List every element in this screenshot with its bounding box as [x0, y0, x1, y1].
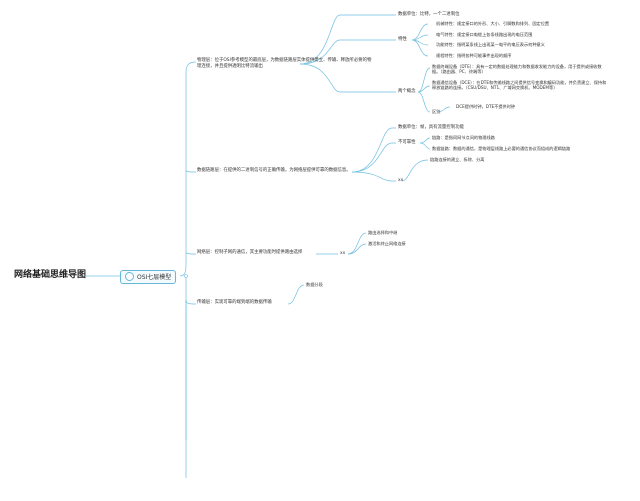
osi-model-node[interactable]: OSI七层模型: [120, 270, 177, 284]
concept-diff-text[interactable]: DCE提供时钟，DTE不提供时钟: [456, 104, 516, 109]
datalink-unit-node[interactable]: 数据单位：帧，具有流量控制功能: [398, 125, 464, 130]
concept-dte[interactable]: 数据终端设备（DTE）：具有一定的数据处理能力和数据收发能力的设备，用于提供或接…: [432, 64, 602, 75]
datalink-layer-node[interactable]: 数据链路层：在提供的二进制信号的正确传输，为网络层提供可靠的数据信息。: [197, 168, 351, 173]
transport-layer-node[interactable]: 传输层：实现可靠的端到端的数据传输: [197, 300, 272, 305]
physical-concepts-node[interactable]: 两个概念: [398, 89, 416, 94]
concept-diff-label[interactable]: 区别: [432, 109, 441, 114]
feature-electrical[interactable]: 电气特性：规定接口电缆上各条线路出现的电压范围: [436, 32, 533, 37]
feature-procedural[interactable]: 规程特性：指明各种可能事件出现的顺序: [436, 53, 512, 58]
feature-mechanical[interactable]: 机械特性：规定接口的外形、大小、引脚数和排列、固定位置: [436, 21, 550, 26]
transport-segment-node[interactable]: 数据分段: [306, 282, 323, 287]
node-dot-icon: [125, 272, 134, 281]
physical-layer-node[interactable]: 物理层：位于OSI参考模型的最底层，为数据链路层实体提供建立、传输、释放所必要的…: [197, 58, 372, 69]
root-title[interactable]: 网络基础思维导图: [14, 270, 87, 280]
datalink-reliable-node[interactable]: 不可靠性: [398, 140, 416, 145]
reliable-link[interactable]: 链路：是指同网节点间的物理线路: [432, 135, 495, 140]
network-routing-node[interactable]: 路由选择和中继: [368, 230, 398, 235]
physical-features-node[interactable]: 特性: [398, 37, 407, 42]
datalink-flow-node[interactable]: 链路连接的建立、拆除、分离: [430, 157, 485, 162]
physical-unit-node[interactable]: 数据单位：比特，一个二进制位: [398, 12, 460, 17]
network-layer-node[interactable]: 网络层：控制子网的通信，其主要功能时提供路由选择: [197, 250, 303, 255]
feature-functional[interactable]: 功能特性：指明某条线上出现某一电平的电压表示何种意义: [436, 42, 545, 47]
osi-model-label: OSI七层模型: [137, 274, 172, 281]
concept-dce[interactable]: 数据通信设备（DCE）：在DTE和传输线路之间提供信号变换和编码功能，并负责建立…: [432, 80, 607, 91]
datalink-xx-node[interactable]: xx: [398, 178, 404, 183]
network-connection-node[interactable]: 激活和终止网络连接: [368, 241, 406, 246]
reliable-datalink[interactable]: 数据链路：数据的通信，是物理层线路上必要的通信协议而组成的逻辑链路: [432, 146, 571, 151]
network-xx-node[interactable]: xx: [340, 251, 346, 256]
